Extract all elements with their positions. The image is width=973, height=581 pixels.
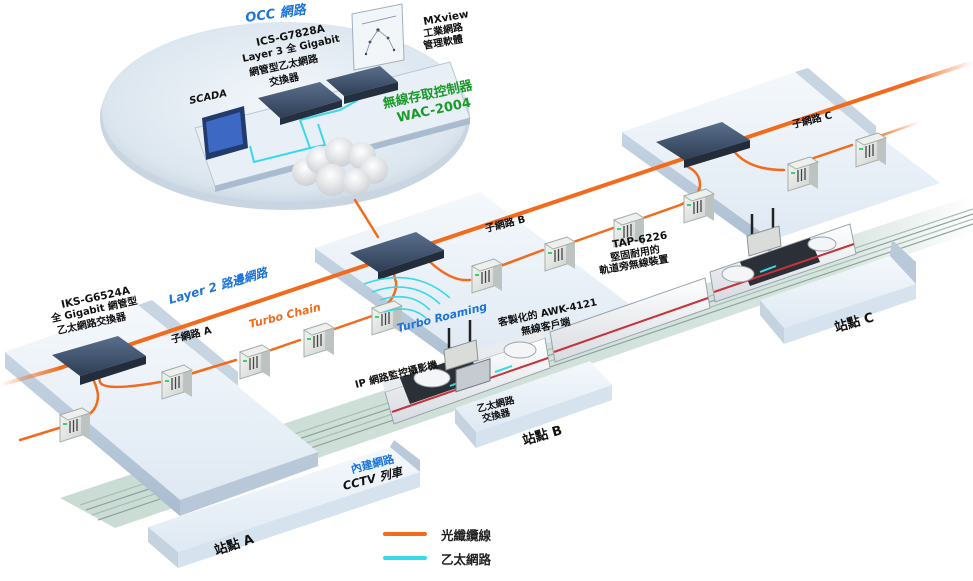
status-led-icon bbox=[307, 338, 311, 340]
trackside-wireless-unit bbox=[302, 322, 336, 358]
trackside-wireless-unit bbox=[682, 188, 716, 224]
legend-label-fiber: 光纖纜線 bbox=[441, 527, 492, 543]
mxview-screenshot bbox=[351, 3, 405, 71]
status-led-icon bbox=[475, 274, 479, 276]
fiber-backbone bbox=[0, 60, 973, 442]
legend-item-ethernet: 乙太網路 bbox=[383, 548, 491, 568]
trackside-wireless-unit bbox=[612, 212, 646, 248]
trackside-wireless-units bbox=[58, 132, 888, 443]
status-led-icon bbox=[165, 380, 169, 382]
trackside-wireless-unit bbox=[854, 132, 888, 168]
trackside-wireless-unit bbox=[470, 258, 504, 294]
network-cloud-icon bbox=[292, 137, 388, 196]
station-platform-a bbox=[148, 440, 420, 568]
status-led-icon bbox=[859, 148, 863, 150]
legend: 光纖纜線 乙太網路 bbox=[383, 524, 583, 574]
status-led-icon bbox=[243, 360, 247, 362]
status-led-icon bbox=[548, 252, 552, 254]
ethernet-swatch bbox=[383, 556, 427, 560]
fiber-swatch bbox=[383, 532, 427, 536]
status-led-icon bbox=[687, 204, 691, 206]
turbo-roaming-signal-icon bbox=[363, 276, 451, 319]
legend-label-ethernet: 乙太網路 bbox=[441, 551, 492, 567]
trackside-wireless-unit bbox=[238, 344, 272, 380]
station-platform-b bbox=[455, 361, 612, 448]
cctv-train bbox=[382, 208, 857, 425]
edge-switch-iks-g6524a bbox=[52, 336, 146, 385]
subnet-b-switch bbox=[350, 232, 444, 280]
status-led-icon bbox=[375, 316, 379, 318]
status-led-icon bbox=[63, 423, 67, 425]
trackside-wireless-unit bbox=[786, 156, 820, 192]
turbo-chain-label: Turbo Chain bbox=[248, 300, 323, 330]
trackside-wireless-unit bbox=[160, 364, 194, 400]
legend-item-fiber: 光纖纜線 bbox=[383, 524, 491, 544]
subnet-c-switch bbox=[656, 122, 750, 168]
core-switch-ics-g7828a bbox=[258, 82, 342, 125]
trackside-wireless-unit bbox=[543, 236, 577, 272]
scada-terminal bbox=[202, 106, 248, 160]
status-led-icon bbox=[791, 172, 795, 174]
wireless-controller-wac-2004 bbox=[326, 66, 398, 104]
station-platform-c bbox=[760, 240, 916, 344]
status-led-icon bbox=[617, 228, 621, 230]
trackside-wireless-unit bbox=[58, 407, 92, 443]
